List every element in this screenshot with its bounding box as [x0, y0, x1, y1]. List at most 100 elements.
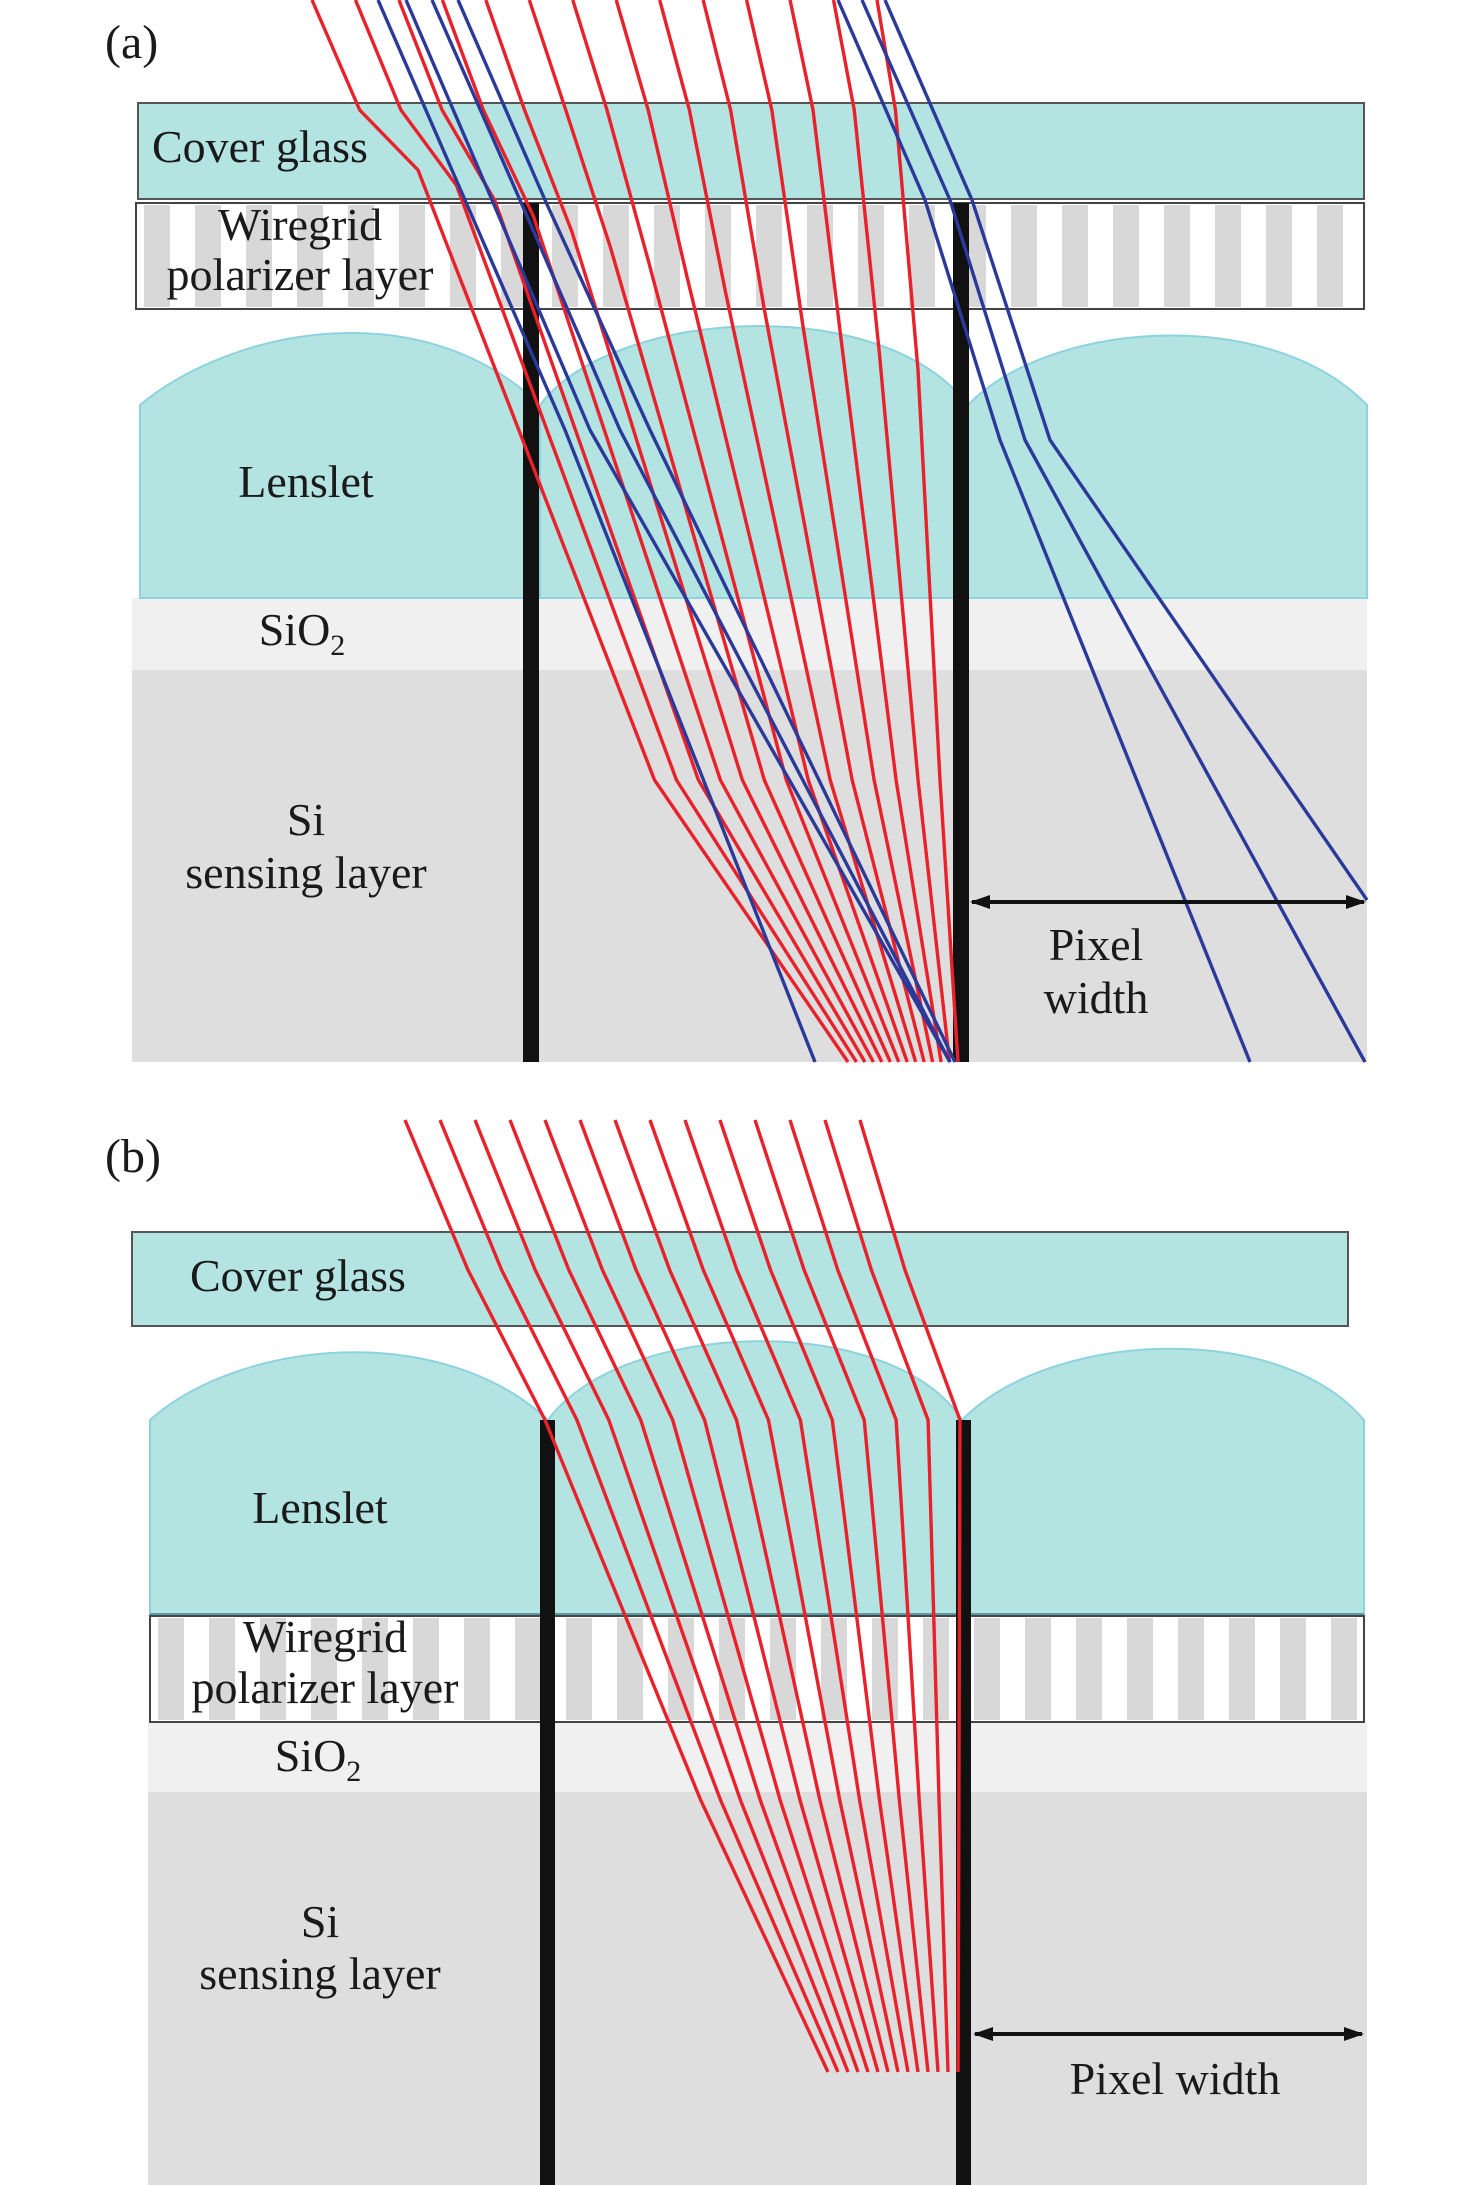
- panel-b-red-ray: [683, 1119, 910, 2073]
- panel-a-wiregrid-outline: [135, 202, 1365, 310]
- panel-b-red-ray: [543, 1119, 870, 2073]
- panel-a: (a) Cover glass Wiregrid polarizer layer…: [105, 0, 1369, 1063]
- panel-a-wiregrid-stripe: [1011, 205, 1037, 307]
- panel-b-wiregrid-stripes: [158, 1618, 1357, 1720]
- panel-b-wiregrid-stripe: [413, 1618, 439, 1720]
- panel-a-blue-ray: [860, 0, 1367, 1063]
- panel-a-red-ray: [571, 0, 901, 1063]
- panel-a-blue-ray: [456, 0, 957, 1063]
- panel-a-red-ray: [397, 0, 867, 1063]
- panel-b-lenslet-right: [961, 1347, 1365, 1615]
- panel-a-pixel-wall-right: [953, 203, 969, 1062]
- panel-a-lenslet-label: Lenslet: [238, 456, 374, 507]
- panel-b-wiregrid-stripe: [311, 1618, 337, 1720]
- panel-b-si-label-line2: sensing layer: [199, 1948, 440, 1999]
- panel-b-si-label-line1: Si: [301, 1896, 339, 1947]
- panel-b-red-ray: [788, 1119, 940, 2073]
- panel-a-wiregrid-stripe: [1062, 205, 1088, 307]
- panel-a-red-ray: [353, 0, 858, 1063]
- panel-b-wiregrid-stripe: [1331, 1618, 1357, 1720]
- panel-b-red-ray: [613, 1119, 890, 2073]
- panel-b-wiregrid-stripe: [515, 1618, 541, 1720]
- panel-a-label: (a): [105, 16, 158, 69]
- panel-a-red-ray: [875, 0, 960, 1063]
- panel-b-wiregrid-label-line1: Wiregrid: [243, 1611, 407, 1662]
- panel-a-si-label-line2: sensing layer: [185, 847, 426, 898]
- panel-a-wiregrid-stripe: [246, 205, 272, 307]
- panel-a-blue-ray: [836, 0, 1252, 1063]
- panel-b-wiregrid-stripe: [1025, 1618, 1051, 1720]
- panel-b: (b) Cover glass Lenslet Wiregrid polariz…: [105, 1119, 1367, 2185]
- panel-b-red-ray: [578, 1119, 880, 2073]
- panel-a-red-ray: [701, 0, 926, 1063]
- panel-b-red-rays: [403, 1119, 962, 2073]
- panel-b-red-ray: [508, 1119, 860, 2073]
- panel-a-red-ray: [440, 0, 875, 1063]
- panel-a-red-ray: [744, 0, 935, 1063]
- panel-a-red-ray: [310, 0, 850, 1063]
- panel-a-blue-ray: [430, 0, 952, 1063]
- panel-a-wiregrid-label-line2: polarizer layer: [167, 249, 434, 300]
- panel-b-wiregrid-stripe: [260, 1618, 286, 1720]
- panel-a-pixel-width-label-line2: width: [1044, 972, 1149, 1023]
- panel-a-wiregrid-stripe: [348, 205, 374, 307]
- panel-b-lenslet-label: Lenslet: [252, 1482, 388, 1533]
- panel-a-wiregrid-stripe: [297, 205, 323, 307]
- panel-a-red-ray: [658, 0, 918, 1063]
- panel-b-wiregrid-stripe: [1076, 1618, 1102, 1720]
- panel-b-cover-glass-label: Cover glass: [190, 1250, 406, 1301]
- panel-a-wiregrid-label-line1: Wiregrid: [218, 199, 382, 250]
- panel-a-cover-glass-label: Cover glass: [152, 121, 368, 172]
- panel-b-wiregrid-stripe: [1127, 1618, 1153, 1720]
- panel-b-wiregrid-label-line2: polarizer layer: [192, 1662, 459, 1713]
- panel-b-wiregrid-stripe: [158, 1618, 184, 1720]
- panel-a-pixel-width-label-line1: Pixel: [1049, 919, 1144, 970]
- panel-b-pixel-width-label: Pixel width: [1070, 2053, 1281, 2104]
- panel-a-blue-rays: [376, 0, 1369, 1063]
- panel-a-red-ray: [484, 0, 884, 1063]
- panel-a-sio2-label: SiO2: [259, 604, 346, 662]
- panel-b-wiregrid-stripe: [974, 1618, 1000, 1720]
- panel-a-wiregrid-stripe: [1266, 205, 1292, 307]
- panel-b-wiregrid-stripe: [464, 1618, 490, 1720]
- panel-b-pixel-wall-left: [540, 1420, 555, 2185]
- panel-b-sio2-label: SiO2: [275, 1730, 362, 1788]
- panel-a-wiregrid-stripe: [603, 205, 629, 307]
- panel-b-red-ray: [858, 1119, 962, 2073]
- panel-a-si-label-line1: Si: [287, 794, 325, 845]
- panel-a-wiregrid-stripe: [195, 205, 221, 307]
- panel-b-wiregrid-stripe: [209, 1618, 235, 1720]
- panel-a-red-ray: [788, 0, 943, 1063]
- panel-b-red-ray: [823, 1119, 950, 2073]
- panel-a-wiregrid-stripe: [1113, 205, 1139, 307]
- panel-a-wiregrid-stripe: [807, 205, 833, 307]
- panel-a-wiregrid-stripe: [1164, 205, 1190, 307]
- panel-a-blue-ray: [883, 0, 1369, 901]
- panel-a-cover-glass: [137, 102, 1365, 200]
- panel-b-lenslet-left: [149, 1351, 549, 1615]
- panel-a-lenslet-right: [967, 334, 1368, 599]
- panel-b-wiregrid-stripe: [1229, 1618, 1255, 1720]
- panel-b-red-ray: [718, 1119, 920, 2073]
- panel-a-red-rays: [310, 0, 960, 1063]
- panel-a-wiregrid-stripe: [144, 205, 170, 307]
- panel-a-wiregrid-stripe: [1317, 205, 1343, 307]
- panel-a-pixel-wall-left: [523, 203, 539, 1062]
- panel-b-wiregrid-stripe: [1280, 1618, 1306, 1720]
- panel-b-sio2-layer: [148, 1723, 1367, 1792]
- panel-a-red-ray: [831, 0, 952, 1063]
- panel-a-wiregrid-stripe: [1215, 205, 1241, 307]
- panel-b-label: (b): [105, 1130, 161, 1183]
- panel-a-blue-ray: [376, 0, 817, 1063]
- panel-a-blue-ray: [404, 0, 952, 1063]
- panel-b-red-ray: [403, 1119, 830, 2073]
- panel-b-wiregrid-stripe: [617, 1618, 643, 1720]
- panel-a-wiregrid-stripe: [399, 205, 425, 307]
- panel-b-red-ray: [438, 1119, 840, 2073]
- panel-b-wiregrid-stripe: [566, 1618, 592, 1720]
- panel-a-lenslet-left: [139, 331, 541, 599]
- panel-b-si-layer: [148, 1792, 1367, 2185]
- panel-b-red-ray: [753, 1119, 930, 2073]
- panel-b-wiregrid-stripe: [1178, 1618, 1204, 1720]
